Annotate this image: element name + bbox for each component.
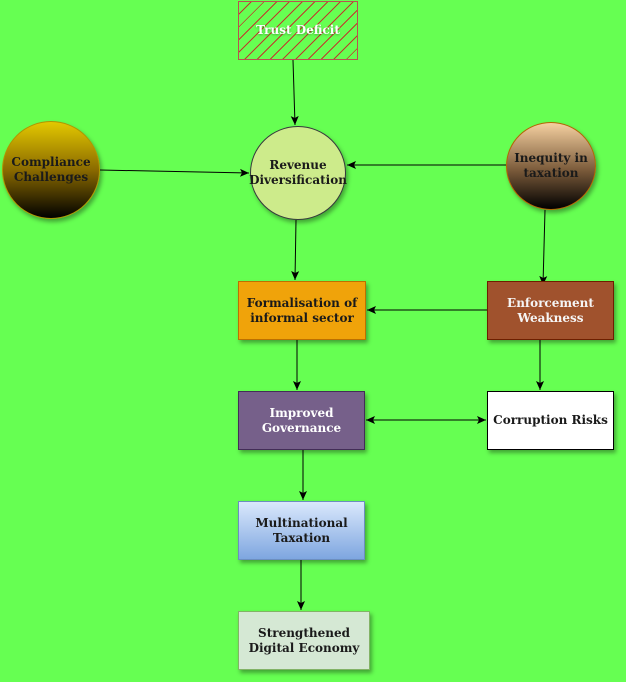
node-label: Compliance Challenges <box>11 155 91 184</box>
node-label: Strengthened Digital Economy <box>248 625 360 655</box>
node-multinational-taxation[interactable]: Multinational Taxation <box>238 501 365 560</box>
node-label: Improved Governance <box>261 405 342 435</box>
node-formalisation-of-informal-sector[interactable]: Formalisation of informal sector <box>238 281 366 340</box>
node-trust-deficit[interactable]: Trust Deficit <box>238 1 358 60</box>
edge-inequity-to-enforce <box>539 209 548 286</box>
node-strengthened-digital-economy[interactable]: Strengthened Digital Economy <box>238 611 370 670</box>
edge-revenue-to-formal <box>291 219 300 281</box>
node-label: Enforcement Weakness <box>507 295 594 325</box>
node-enforcement-weakness[interactable]: Enforcement Weakness <box>487 281 614 340</box>
edge-compliance-to-revenue <box>99 168 250 177</box>
node-label: Multinational Taxation <box>255 515 348 545</box>
node-inequity-in-taxation[interactable]: Inequity in taxation <box>506 122 596 210</box>
node-corruption-risks[interactable]: Corruption Risks <box>487 391 614 450</box>
node-label: Formalisation of informal sector <box>246 295 358 325</box>
node-label: Trust Deficit <box>256 23 340 37</box>
edge-trust-to-revenue <box>290 59 299 126</box>
node-label: Revenue Diversification <box>249 158 347 187</box>
node-improved-governance[interactable]: Improved Governance <box>238 391 365 450</box>
node-revenue-diversification[interactable]: Revenue Diversification <box>249 126 347 220</box>
node-compliance-challenges[interactable]: Compliance Challenges <box>2 121 100 219</box>
node-label: Corruption Risks <box>493 413 608 427</box>
node-label: Inequity in taxation <box>514 151 588 180</box>
